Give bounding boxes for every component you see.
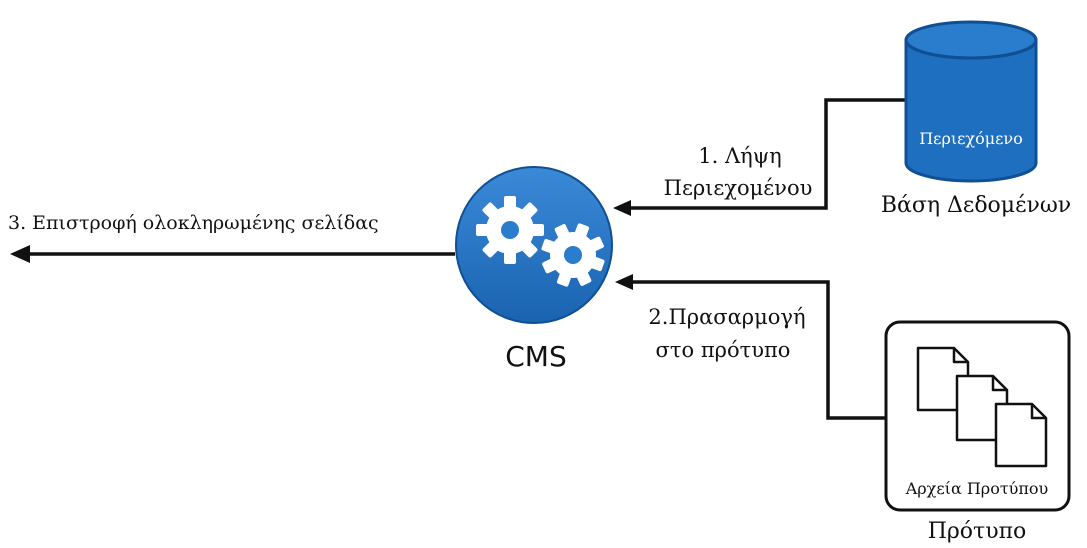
cms-node [455,166,613,324]
gears-icon [476,196,605,287]
step1-label-line2: Περιεχομένου [664,176,813,200]
database-caption: Βάση Δεδομένων [881,193,1071,218]
step3-arrowhead [10,245,30,263]
step1-connector [628,98,905,210]
cms-caption: CMS [505,340,566,373]
step2-connector [630,280,886,420]
step2-label-line1: 2.Πρασαρμογή [648,305,805,329]
database-cylinder-icon [904,20,1038,183]
step2-arrowhead [615,274,633,290]
database-content-label: Περιεχόμενο [919,129,1023,148]
step1-label-line1: 1. Λήψη [698,144,782,168]
cms-circle [455,166,613,324]
template-caption: Πρότυπο [928,519,1027,544]
document-icon [994,402,1048,468]
step2-label-line2: στο πρότυπο [656,338,791,362]
step3-label: 3. Επιστροφή ολοκληρωμένης σελίδας [8,212,379,234]
step1-arrowhead [613,200,631,216]
template-files-label: Αρχεία Προτύπου [905,479,1049,498]
